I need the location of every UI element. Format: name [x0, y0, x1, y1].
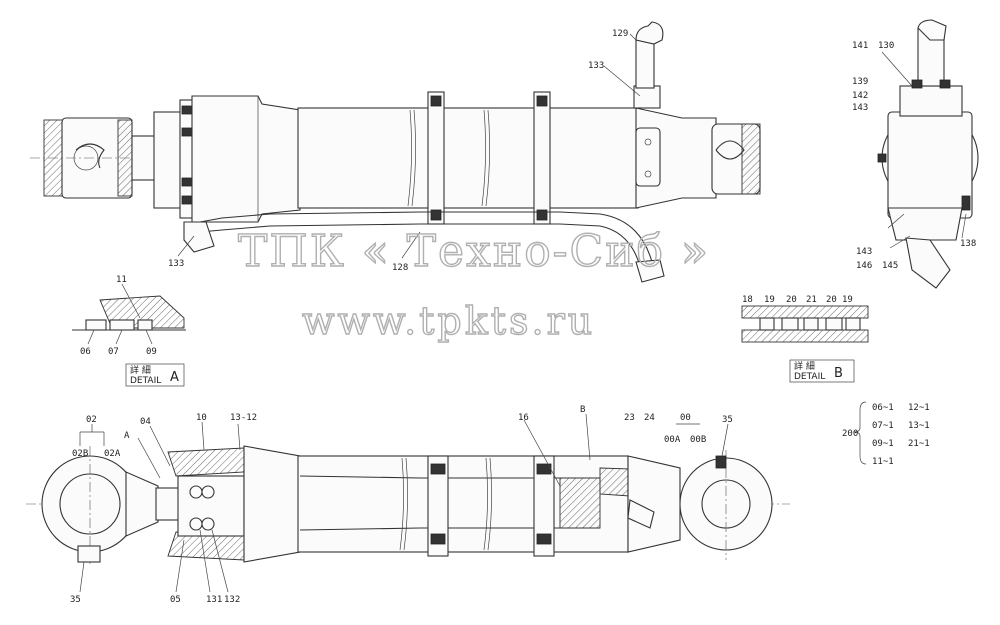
detail-a-box — [125, 363, 185, 387]
callout-19b: 19 — [842, 295, 853, 305]
callout-06: 06 — [80, 347, 91, 357]
end-view — [877, 19, 979, 289]
callout-23: 23 — [624, 413, 635, 423]
callout-02: 02 — [86, 415, 97, 425]
callout-141: 141 — [852, 41, 868, 51]
callout-133-bottom: 133 — [168, 259, 184, 269]
cylinder-tube — [297, 107, 639, 209]
end-view-elbow — [905, 237, 951, 289]
callout-B: B — [580, 405, 585, 415]
section-clamp-1 — [427, 455, 449, 557]
callout-129: 129 — [612, 29, 628, 39]
callout-07: 07 — [108, 347, 119, 357]
detail-b-kanji: 詳 細 — [794, 360, 815, 372]
detail-a — [72, 295, 186, 387]
callout-20a: 20 — [786, 295, 797, 305]
callout-04: 04 — [140, 417, 151, 427]
callout-16: 16 — [518, 413, 529, 423]
callout-00A: 00A — [664, 435, 681, 445]
parts-col1-item: 11~1 — [872, 457, 894, 467]
callout-131: 131 — [206, 595, 222, 605]
callout-130: 130 — [878, 41, 894, 51]
piston — [559, 477, 601, 529]
detail-a-letter: A — [170, 370, 179, 385]
parts-col1-item: 07~1 — [872, 421, 894, 431]
callout-09: 09 — [146, 347, 157, 357]
detail-b-box — [789, 359, 855, 383]
callout-35-right: 35 — [722, 415, 733, 425]
callout-labels: 129 133 133 128 141 130 139 142 143 143 … — [70, 29, 976, 605]
pipe-fitting-133 — [183, 221, 215, 253]
callout-19a: 19 — [764, 295, 775, 305]
watermark-company: ТПК « Техно-Сиб » — [238, 226, 710, 277]
leader-lines — [79, 33, 967, 593]
parts-col1-item: 09~1 — [872, 439, 894, 449]
pipe-clamp-2 — [533, 91, 551, 225]
parts-group-table: 200 06~1 07~1 09~1 11~1 12~1 13~1 21~1 — [842, 403, 930, 467]
callout-35-left: 35 — [70, 595, 81, 605]
parts-col2-item: 12~1 — [908, 403, 930, 413]
top-assembly-view — [30, 21, 761, 283]
callout-05: 05 — [170, 595, 181, 605]
detail-b — [741, 305, 869, 383]
callout-10: 10 — [196, 413, 207, 423]
head-section-top — [167, 447, 245, 477]
callout-02B: 02B — [72, 449, 88, 459]
callout-132: 132 — [224, 595, 240, 605]
callout-11: 11 — [116, 275, 127, 285]
callout-145: 145 — [882, 261, 898, 271]
callout-18: 18 — [742, 295, 753, 305]
parts-col2-item: 13~1 — [908, 421, 930, 431]
detail-b-letter: B — [834, 366, 843, 381]
callout-21: 21 — [806, 295, 817, 305]
callout-146: 146 — [856, 261, 872, 271]
watermark-url: www.tpkts.ru — [302, 299, 595, 343]
port-elbow-129 — [635, 21, 664, 45]
callout-142: 142 — [852, 91, 868, 101]
detail-a-label: DETAIL — [130, 376, 161, 386]
head-housing — [191, 95, 301, 223]
piston-rod — [131, 135, 158, 181]
detail-b-label: DETAIL — [794, 372, 825, 382]
callout-00: 00 — [680, 413, 691, 423]
callout-133-top: 133 — [588, 61, 604, 71]
section-view — [26, 445, 790, 566]
callout-143-top: 143 — [852, 103, 868, 113]
callout-24: 24 — [644, 413, 655, 423]
callout-20b: 20 — [826, 295, 837, 305]
callout-139: 139 — [852, 77, 868, 87]
hydraulic-pipe-128 — [199, 211, 653, 263]
callout-00B: 00B — [690, 435, 706, 445]
callout-128: 128 — [392, 263, 408, 273]
callout-143-bottom: 143 — [856, 247, 872, 257]
parts-col2-item: 21~1 — [908, 439, 930, 449]
callout-13-12: 13-12 — [230, 413, 257, 423]
callout-A: A — [124, 431, 130, 441]
callout-138: 138 — [960, 239, 976, 249]
parts-group-number: 200 — [842, 429, 858, 439]
callout-02A: 02A — [104, 449, 121, 459]
pipe-clamp-1 — [427, 91, 445, 225]
parts-col1-item: 06~1 — [872, 403, 894, 413]
detail-a-kanji: 詳 細 — [130, 364, 151, 376]
